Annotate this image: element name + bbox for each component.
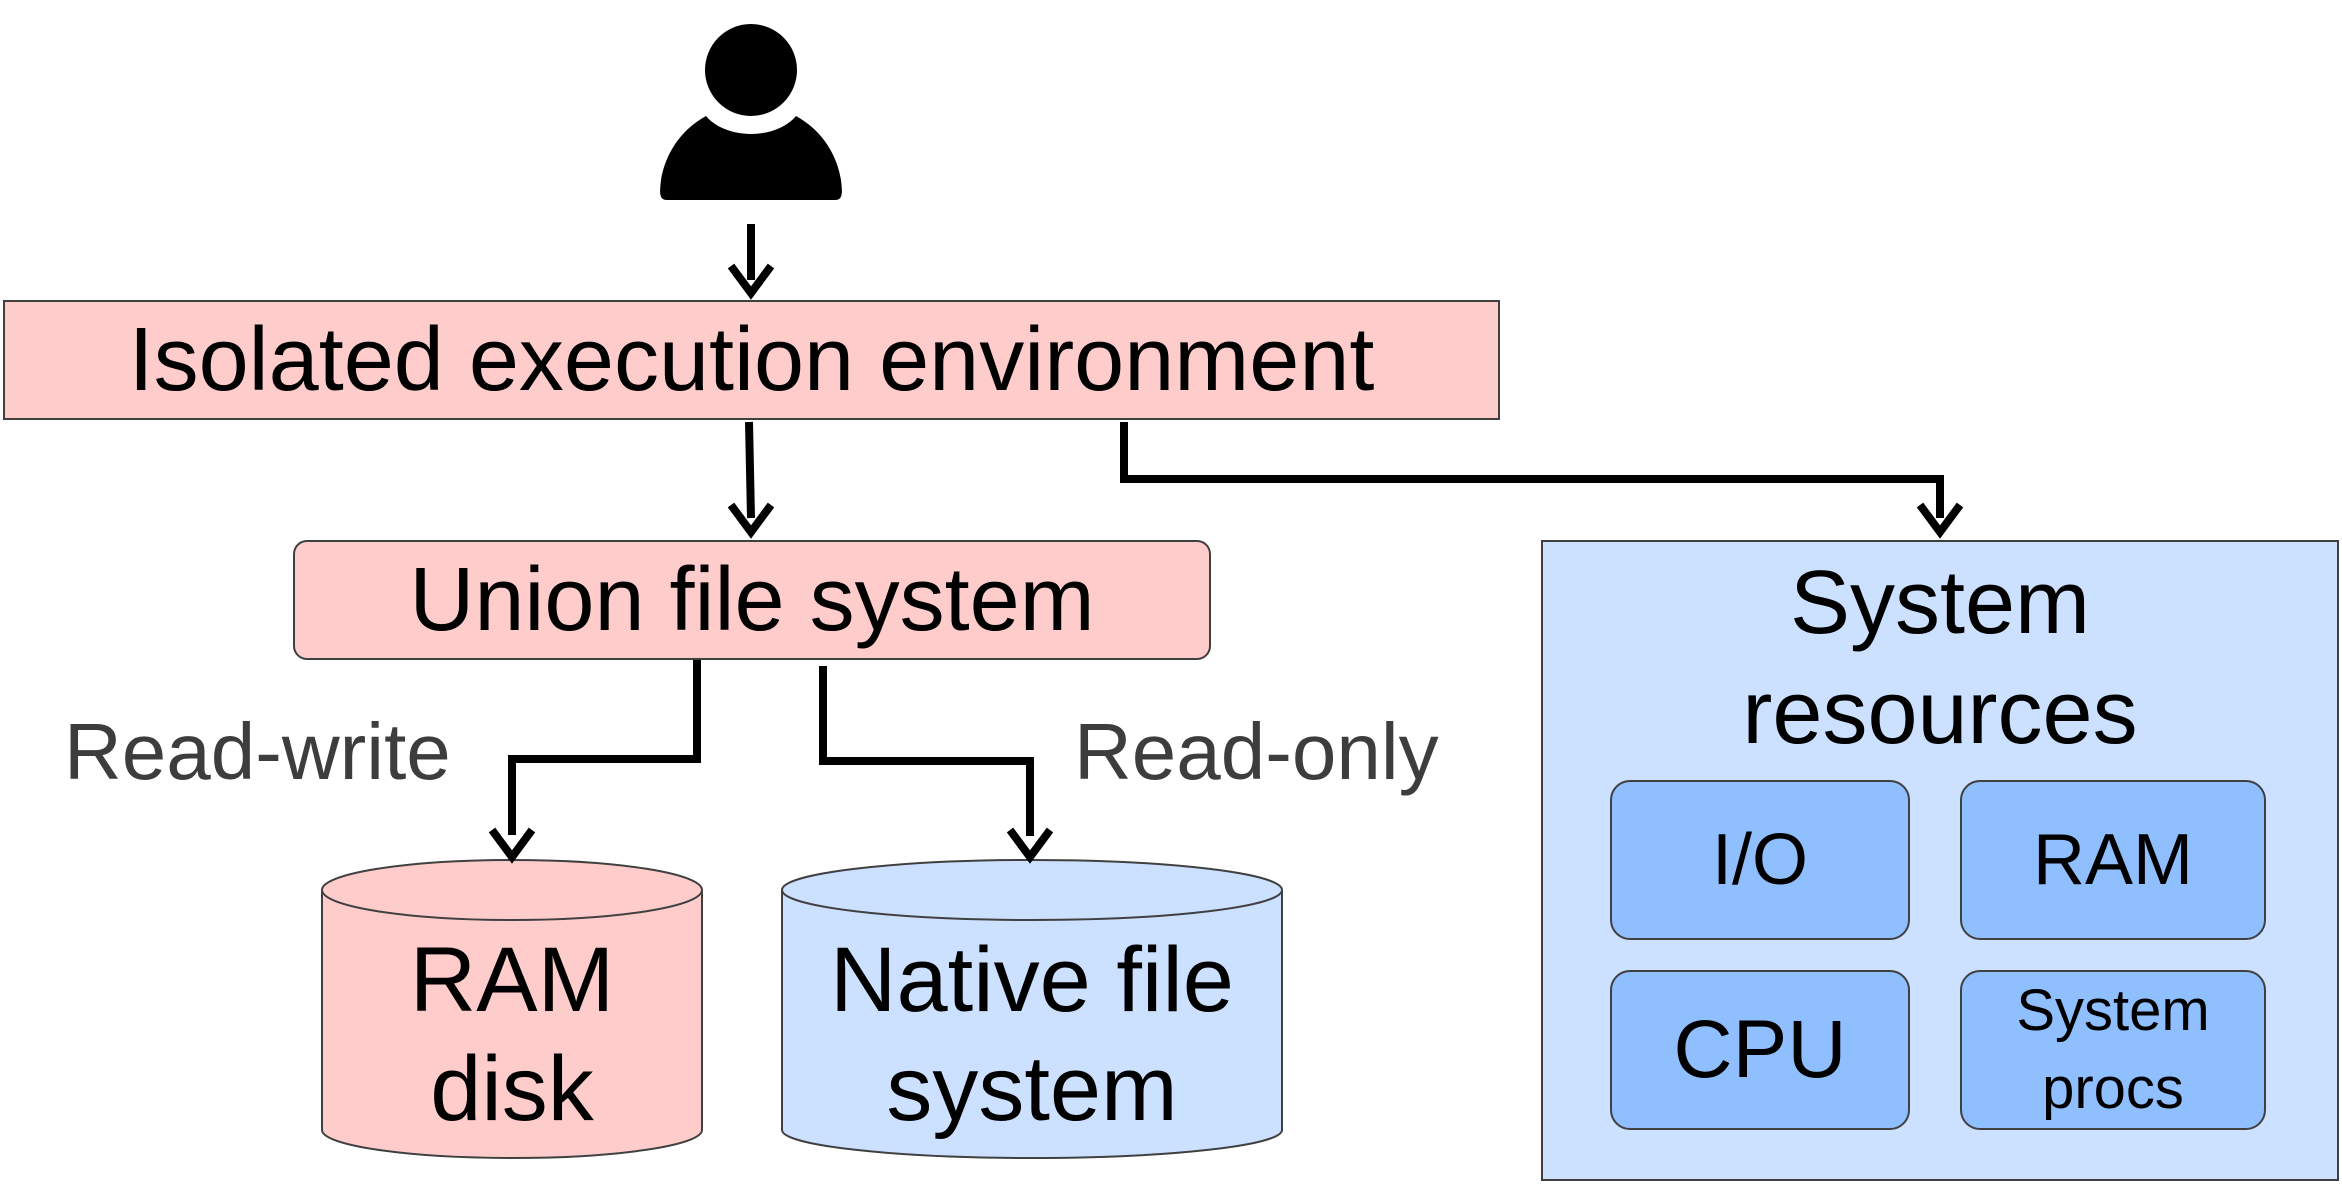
arrow-ufs-to-ramdisk bbox=[508, 660, 701, 835]
read-only-label: Read-only bbox=[1074, 707, 1439, 796]
arrow-env-to-resources bbox=[1120, 422, 1944, 518]
resource-cpu-label: CPU bbox=[1673, 1004, 1847, 1096]
execution-environment-box: Isolated execution environment bbox=[3, 300, 1500, 420]
ram-disk: RAM disk bbox=[322, 920, 702, 1150]
system-resources-label: System resources bbox=[1742, 553, 2138, 763]
resource-ram-label: RAM bbox=[2033, 819, 2193, 900]
resource-system-procs: System procs bbox=[1960, 970, 2266, 1130]
resource-io-label: I/O bbox=[1711, 819, 1808, 900]
execution-environment-label: Isolated execution environment bbox=[128, 309, 1375, 410]
resource-system-procs-label: System procs bbox=[2016, 977, 2210, 1121]
native-fs-cylinder bbox=[781, 859, 1283, 1159]
arrowhead bbox=[1006, 827, 1054, 864]
arrowhead bbox=[727, 502, 775, 539]
user-icon bbox=[660, 16, 842, 200]
arrow-ufs-to-nativefs bbox=[819, 666, 1034, 836]
arrow-env-to-ufs bbox=[745, 421, 755, 519]
ram-disk-label: RAM disk bbox=[409, 929, 615, 1140]
resource-io: I/O bbox=[1610, 780, 1910, 940]
resource-cpu: CPU bbox=[1610, 970, 1910, 1130]
native-fs-label: Native file system bbox=[830, 929, 1234, 1140]
arrowhead bbox=[727, 263, 775, 300]
union-fs-label: Union file system bbox=[409, 549, 1095, 650]
read-write-label: Read-write bbox=[64, 707, 451, 796]
arrowhead bbox=[488, 827, 536, 864]
union-fs-box: Union file system bbox=[293, 540, 1211, 660]
arrowhead bbox=[1916, 502, 1964, 539]
native-file-system: Native file system bbox=[782, 920, 1282, 1150]
resource-ram: RAM bbox=[1960, 780, 2266, 940]
